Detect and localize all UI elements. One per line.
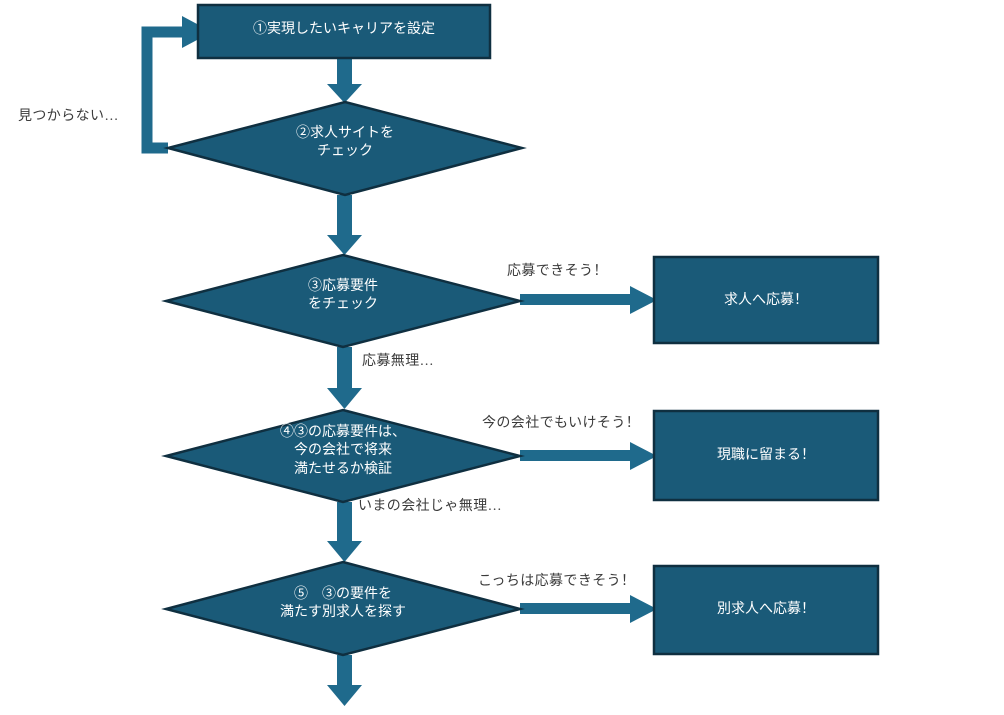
edge-label-current-company-no: いまの会社じゃ無理… <box>358 499 502 514</box>
node-step3-shape[interactable] <box>161 253 525 349</box>
edge-label-can-apply: 応募できそう！ <box>507 264 608 279</box>
edge-label-cannot-apply: 応募無理… <box>362 354 434 369</box>
edge-label-not-found: 見つからない… <box>18 109 119 124</box>
edge-step2-to-step3 <box>327 195 362 255</box>
node-result2-shape[interactable] <box>652 409 880 502</box>
node-step1-shape[interactable] <box>196 3 492 60</box>
edge-step5-to-result3 <box>520 595 657 623</box>
edge-label-other-can-apply: こっちは応募できそう！ <box>478 574 636 589</box>
node-result3-shape[interactable] <box>652 564 880 656</box>
edge-step3-to-step4 <box>327 347 362 409</box>
node-step2-shape[interactable] <box>163 100 527 197</box>
edge-step5-to-bottom <box>327 655 362 706</box>
edge-label-current-company-ok: 今の会社でもいけそう！ <box>482 416 641 431</box>
edge-step4-to-step5 <box>327 502 362 562</box>
edge-step3-to-result1 <box>520 286 657 314</box>
edge-step4-to-result2 <box>520 442 657 470</box>
node-step4-shape[interactable] <box>161 408 525 504</box>
node-step5-shape[interactable] <box>161 560 525 657</box>
node-result1-shape[interactable] <box>652 255 880 345</box>
edge-step1-to-step2 <box>327 58 362 103</box>
